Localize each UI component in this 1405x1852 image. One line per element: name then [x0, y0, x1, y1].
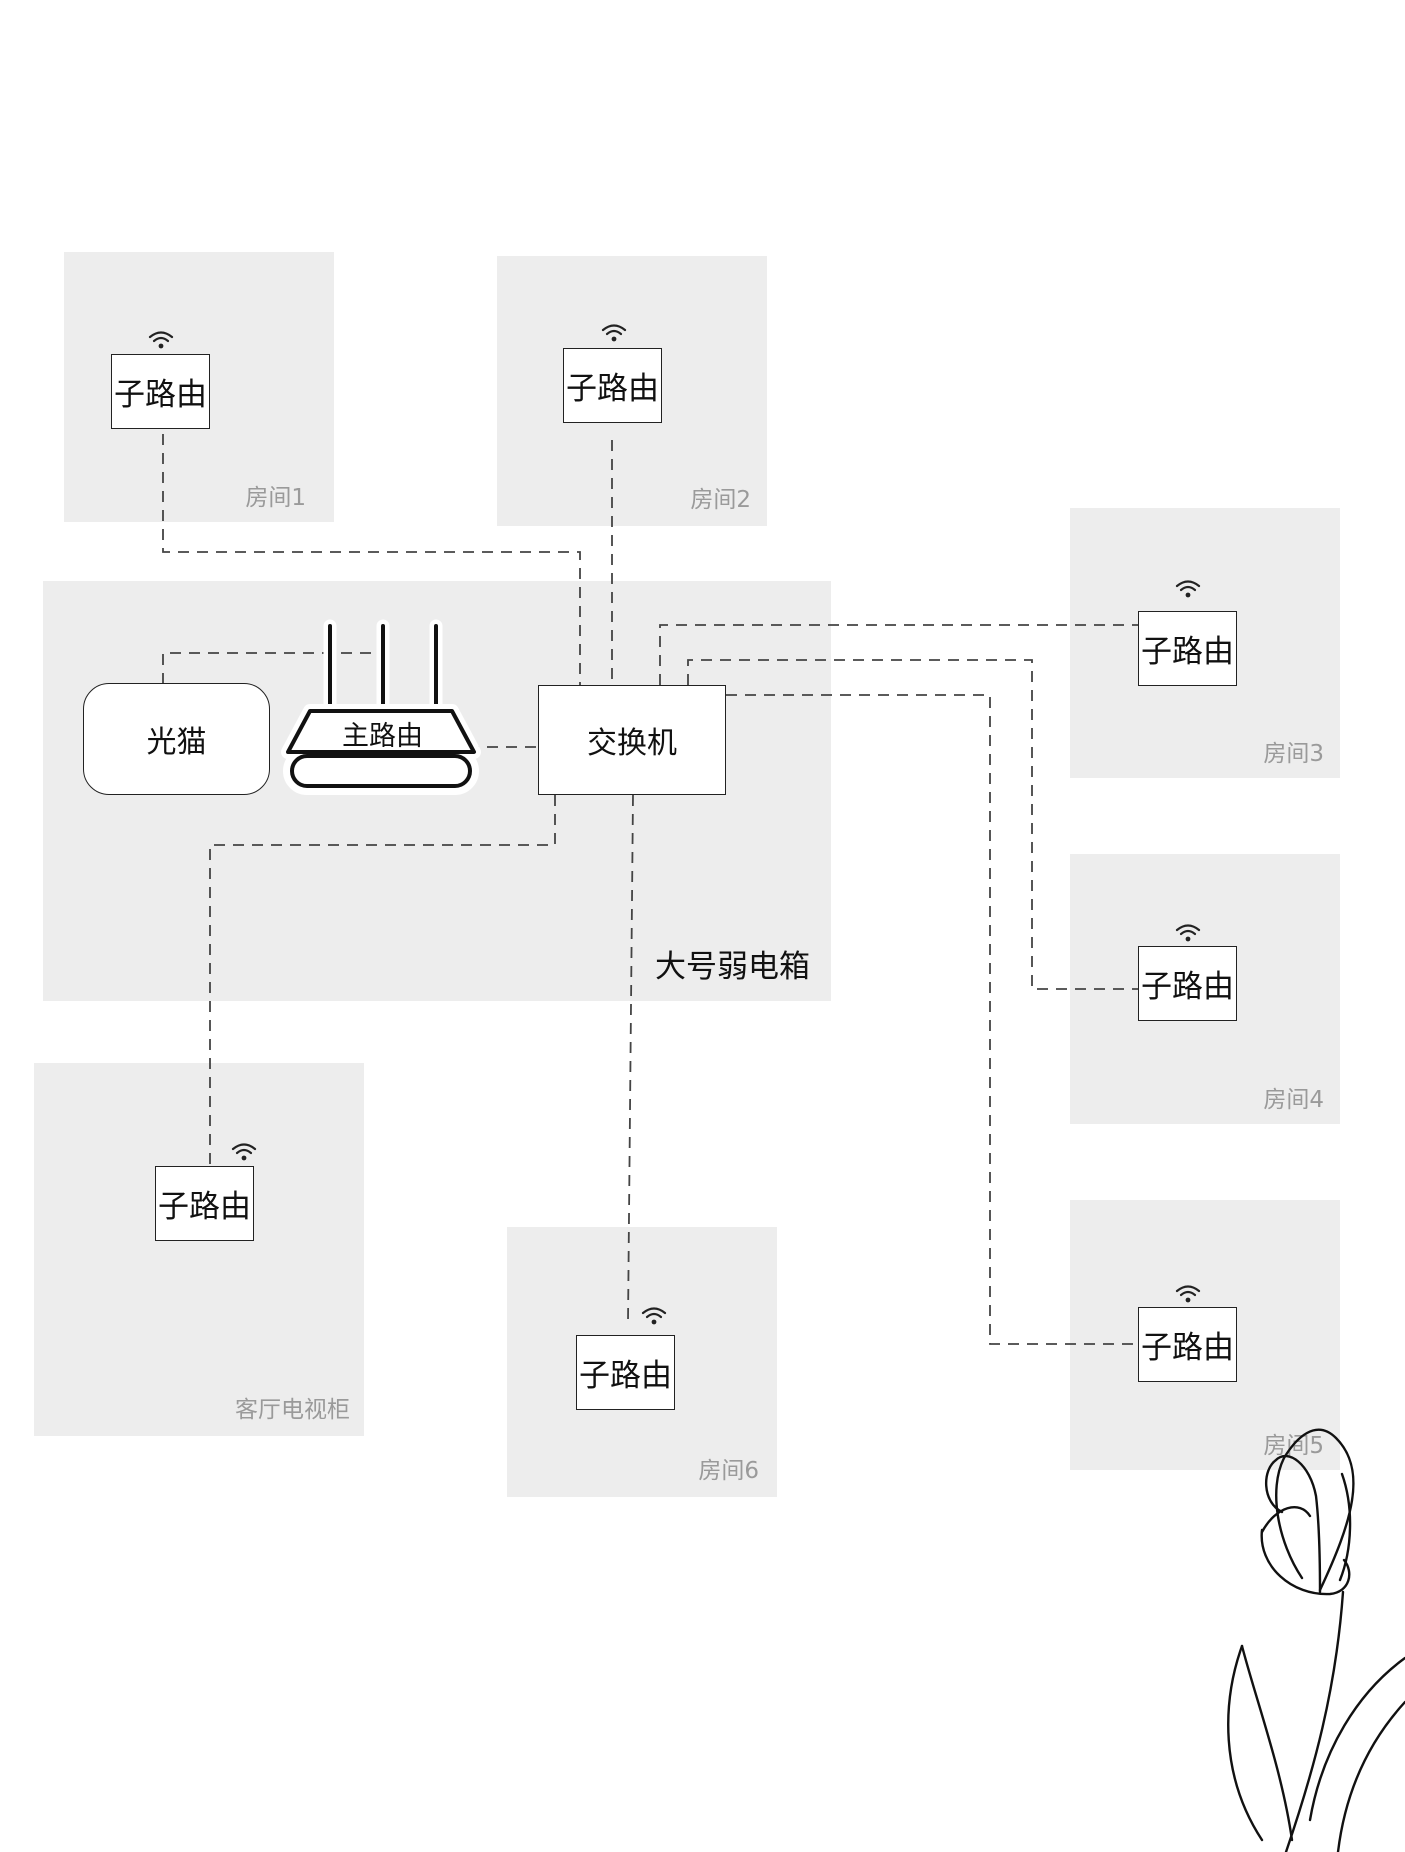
- room-5-label: 房间5: [1263, 1433, 1324, 1459]
- wifi-icon: [231, 1143, 257, 1161]
- room-1-label: 房间1: [245, 485, 306, 511]
- wifi-icon: [148, 331, 174, 349]
- wifi-icon: [1175, 580, 1201, 598]
- wifi-icon: [1175, 924, 1201, 942]
- sub-router-room-5: 子路由: [1138, 1307, 1237, 1382]
- sub-router-room-1: 子路由: [111, 354, 210, 429]
- sub-router-tv-cabinet: 子路由: [155, 1166, 254, 1241]
- room-4-label: 房间4: [1263, 1087, 1324, 1113]
- fiber-modem: 光猫: [83, 683, 270, 795]
- sub-router-label: 子路由: [1141, 634, 1234, 670]
- sub-router-label: 子路由: [158, 1189, 251, 1225]
- sub-router-label: 子路由: [1141, 969, 1234, 1005]
- sub-router-room-2: 子路由: [563, 348, 662, 423]
- wifi-icon: [1175, 1285, 1201, 1303]
- tv-cabinet-room: 客厅电视柜: [34, 1063, 364, 1436]
- network-switch: 交换机: [538, 685, 726, 795]
- sub-router-label: 子路由: [579, 1358, 672, 1394]
- sub-router-room-4: 子路由: [1138, 946, 1237, 1021]
- sub-router-room-6: 子路由: [576, 1335, 675, 1410]
- sub-router-room-3: 子路由: [1138, 611, 1237, 686]
- network-switch-label: 交换机: [587, 726, 677, 761]
- main-router-label: 主路由: [342, 721, 423, 752]
- tv-cabinet-label: 客厅电视柜: [235, 1397, 350, 1423]
- sub-router-label: 子路由: [566, 371, 659, 407]
- fiber-modem-label: 光猫: [146, 725, 207, 760]
- sub-router-label: 子路由: [114, 377, 207, 413]
- room-2-label: 房间2: [690, 487, 751, 513]
- wifi-icon: [641, 1307, 667, 1325]
- room-3-label: 房间3: [1263, 741, 1324, 767]
- room-6-label: 房间6: [698, 1458, 759, 1484]
- sub-router-label: 子路由: [1141, 1330, 1234, 1366]
- tulip-decoration-icon: [1227, 1428, 1405, 1852]
- weak-current-box-label: 大号弱电箱: [655, 949, 810, 985]
- wifi-icon: [601, 324, 627, 342]
